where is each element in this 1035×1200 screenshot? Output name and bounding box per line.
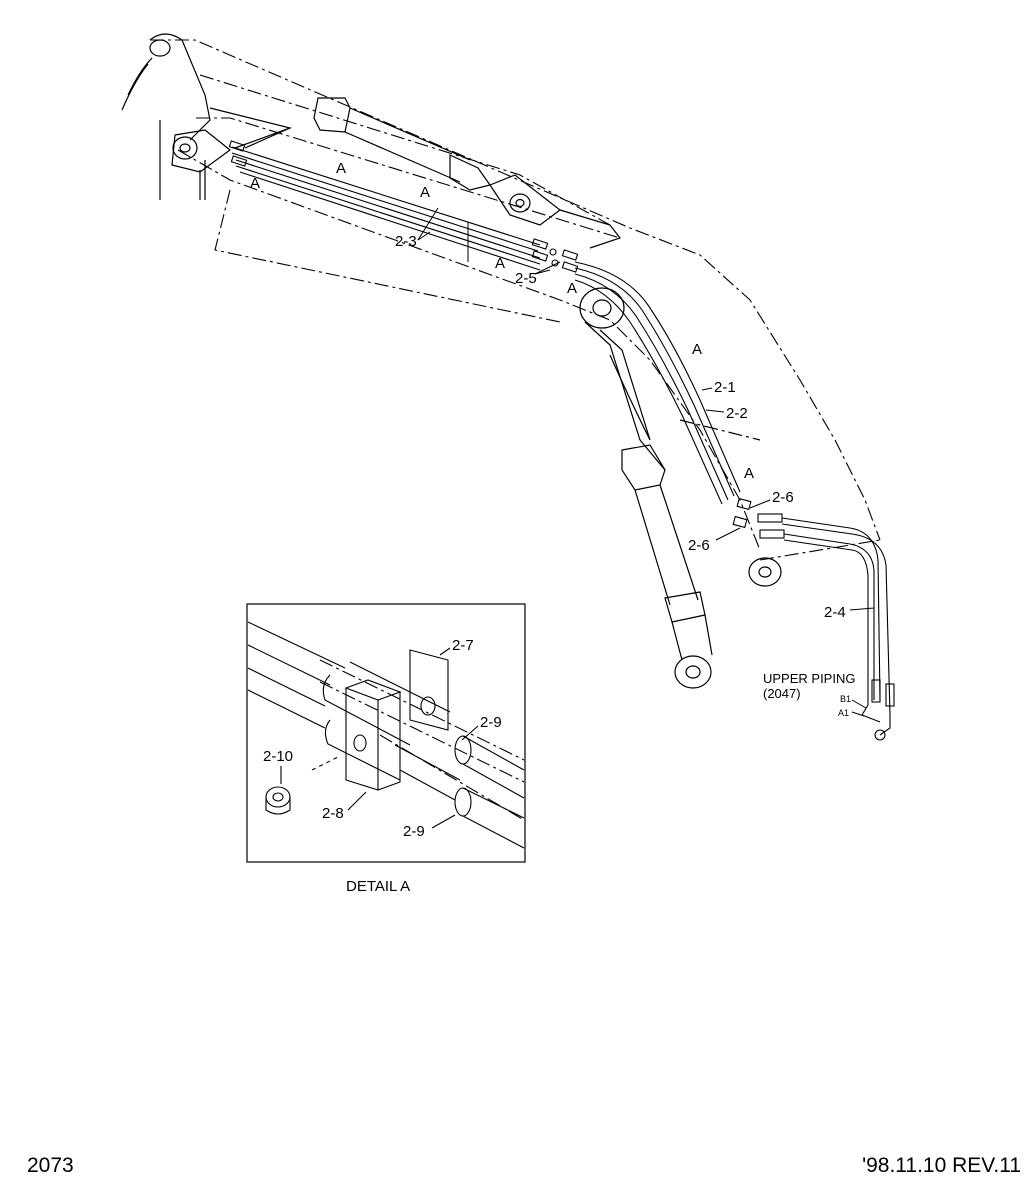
port-b1-label: B1 bbox=[840, 694, 851, 704]
label-a-4: A bbox=[495, 255, 505, 272]
detail-label-2-9-upper: 2-9 bbox=[480, 714, 502, 731]
detail-label-2-9-lower: 2-9 bbox=[403, 823, 425, 840]
label-a-5: A bbox=[567, 280, 577, 297]
boom-hoses bbox=[574, 261, 741, 505]
boom-cylinder bbox=[621, 444, 713, 689]
detail-label-2-10: 2-10 bbox=[263, 748, 293, 765]
page-number: 2073 bbox=[27, 1154, 74, 1177]
detail-a-title: DETAIL A bbox=[346, 878, 410, 895]
label-2-5: 2-5 bbox=[515, 270, 537, 287]
detail-a-inset: 2-7 2-9 2-10 2-8 2-9 DETAIL A bbox=[246, 603, 526, 895]
label-2-6-lower: 2-6 bbox=[688, 537, 710, 554]
detail-a-drawing bbox=[247, 621, 525, 849]
label-a-6: A bbox=[692, 341, 702, 358]
label-2-4: 2-4 bbox=[824, 604, 846, 621]
bucket-cylinder bbox=[313, 97, 621, 249]
boom-body bbox=[579, 287, 761, 471]
leader-lines-upper bbox=[417, 207, 561, 275]
leader-lines-boom bbox=[701, 387, 875, 717]
label-a-7: A bbox=[744, 465, 754, 482]
boom-foot-fittings bbox=[732, 497, 895, 741]
port-a1-label: A1 bbox=[838, 708, 849, 718]
arm-hoses bbox=[228, 140, 579, 273]
detail-a-frame bbox=[246, 603, 526, 863]
arm-outline bbox=[150, 39, 881, 561]
detail-label-2-8: 2-8 bbox=[322, 805, 344, 822]
label-2-6-upper: 2-6 bbox=[772, 489, 794, 506]
label-a-2: A bbox=[336, 160, 346, 177]
detail-label-2-7: 2-7 bbox=[452, 637, 474, 654]
label-a-3: A bbox=[420, 184, 430, 201]
bucket-linkage bbox=[121, 33, 293, 200]
label-2-3: 2-3 bbox=[395, 233, 417, 250]
label-2-2: 2-2 bbox=[726, 405, 748, 422]
revision-date: '98.11.10 REV.11 bbox=[862, 1154, 1021, 1177]
upper-piping-label: UPPER PIPING bbox=[763, 671, 855, 686]
label-2-1: 2-1 bbox=[714, 379, 736, 396]
label-a-1: A bbox=[250, 175, 260, 192]
boom-foot bbox=[748, 557, 782, 587]
upper-piping-ref: (2047) bbox=[763, 686, 801, 701]
